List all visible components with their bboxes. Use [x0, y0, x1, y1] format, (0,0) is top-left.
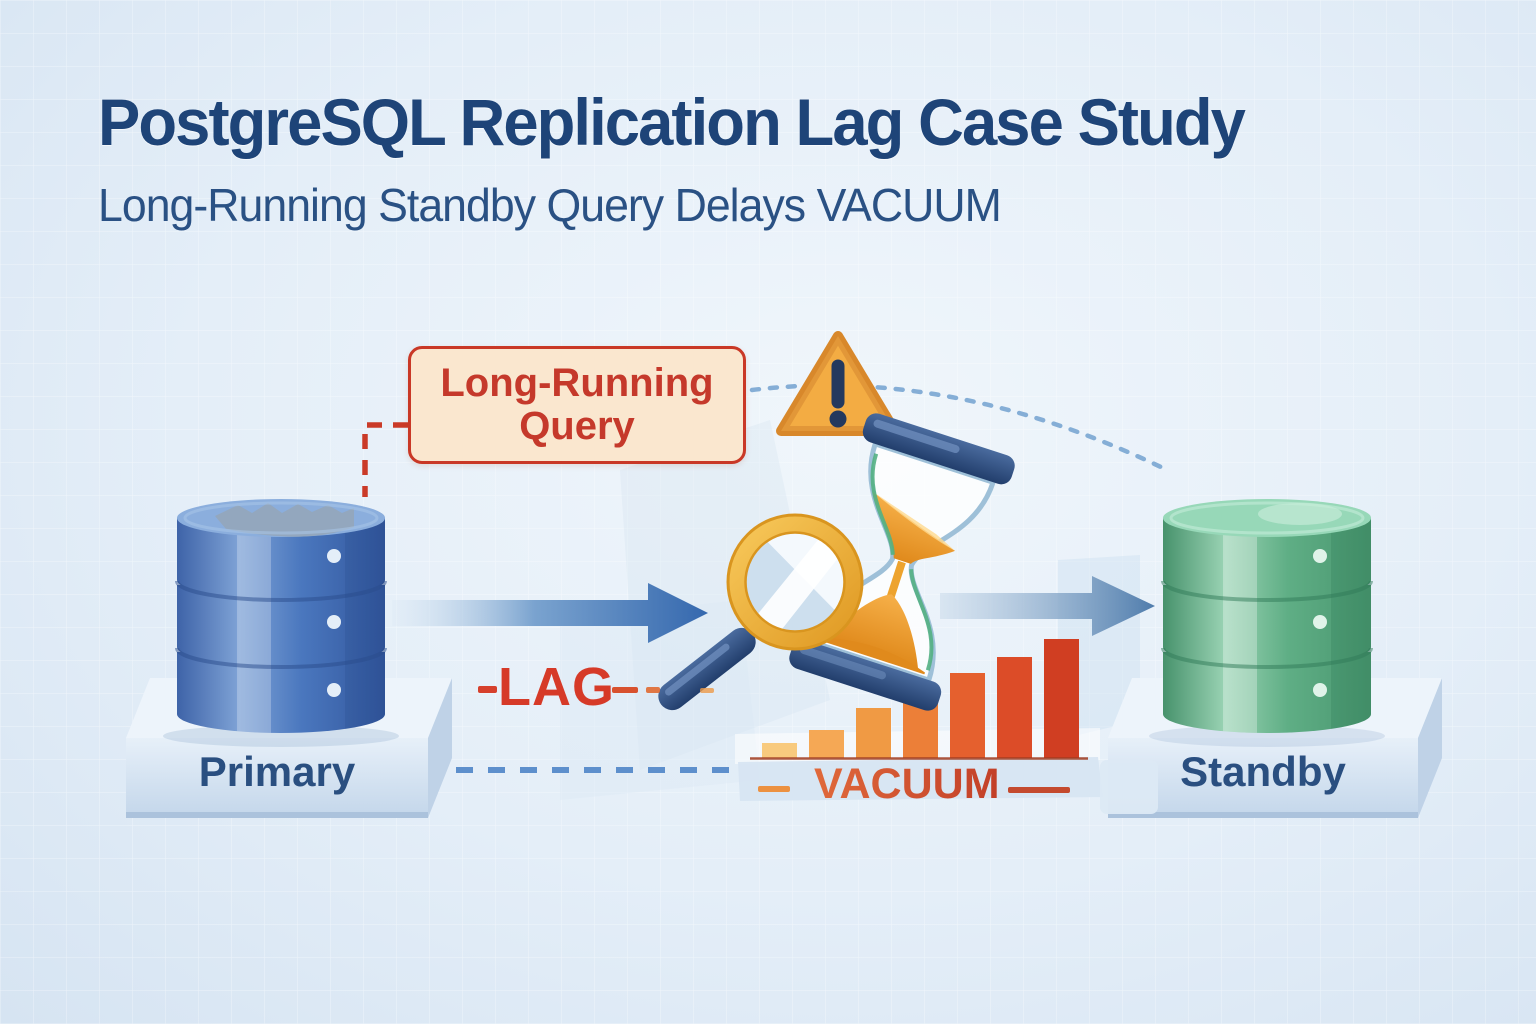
magnifier-icon	[658, 513, 864, 711]
lag-bar	[809, 730, 844, 758]
standby-node-label: Standby	[1180, 748, 1346, 795]
replication-arrow-left	[392, 583, 708, 643]
lag-bar-chart	[762, 639, 1079, 758]
lag-bar	[1044, 639, 1079, 758]
lag-dashes	[478, 686, 714, 693]
platform-primary	[126, 678, 452, 818]
lag-bar	[950, 673, 985, 758]
primary-node-label: Primary	[198, 748, 356, 795]
page-title: PostgreSQL Replication Lag Case Study	[98, 85, 1246, 159]
page-subtitle: Long-Running Standby Query Delays VACUUM	[98, 179, 1002, 231]
vacuum-label: VACUUM	[814, 760, 1000, 808]
lag-bar	[856, 708, 891, 758]
long-running-query-callout: Long-Running Query	[408, 346, 746, 464]
lag-bar	[762, 743, 797, 758]
database-standby-icon	[1161, 499, 1373, 733]
database-primary-icon	[175, 499, 387, 733]
vacuum-dashes	[758, 786, 1070, 793]
callout-line2: Query	[519, 404, 635, 448]
warning-icon	[776, 331, 900, 436]
query-connector-dashed	[362, 422, 408, 497]
lag-bar	[997, 657, 1032, 758]
lag-label: LAG	[498, 657, 615, 717]
hourglass-icon	[789, 413, 1015, 711]
replication-arrow-right	[940, 576, 1155, 636]
callout-line1: Long-Running	[440, 360, 714, 405]
